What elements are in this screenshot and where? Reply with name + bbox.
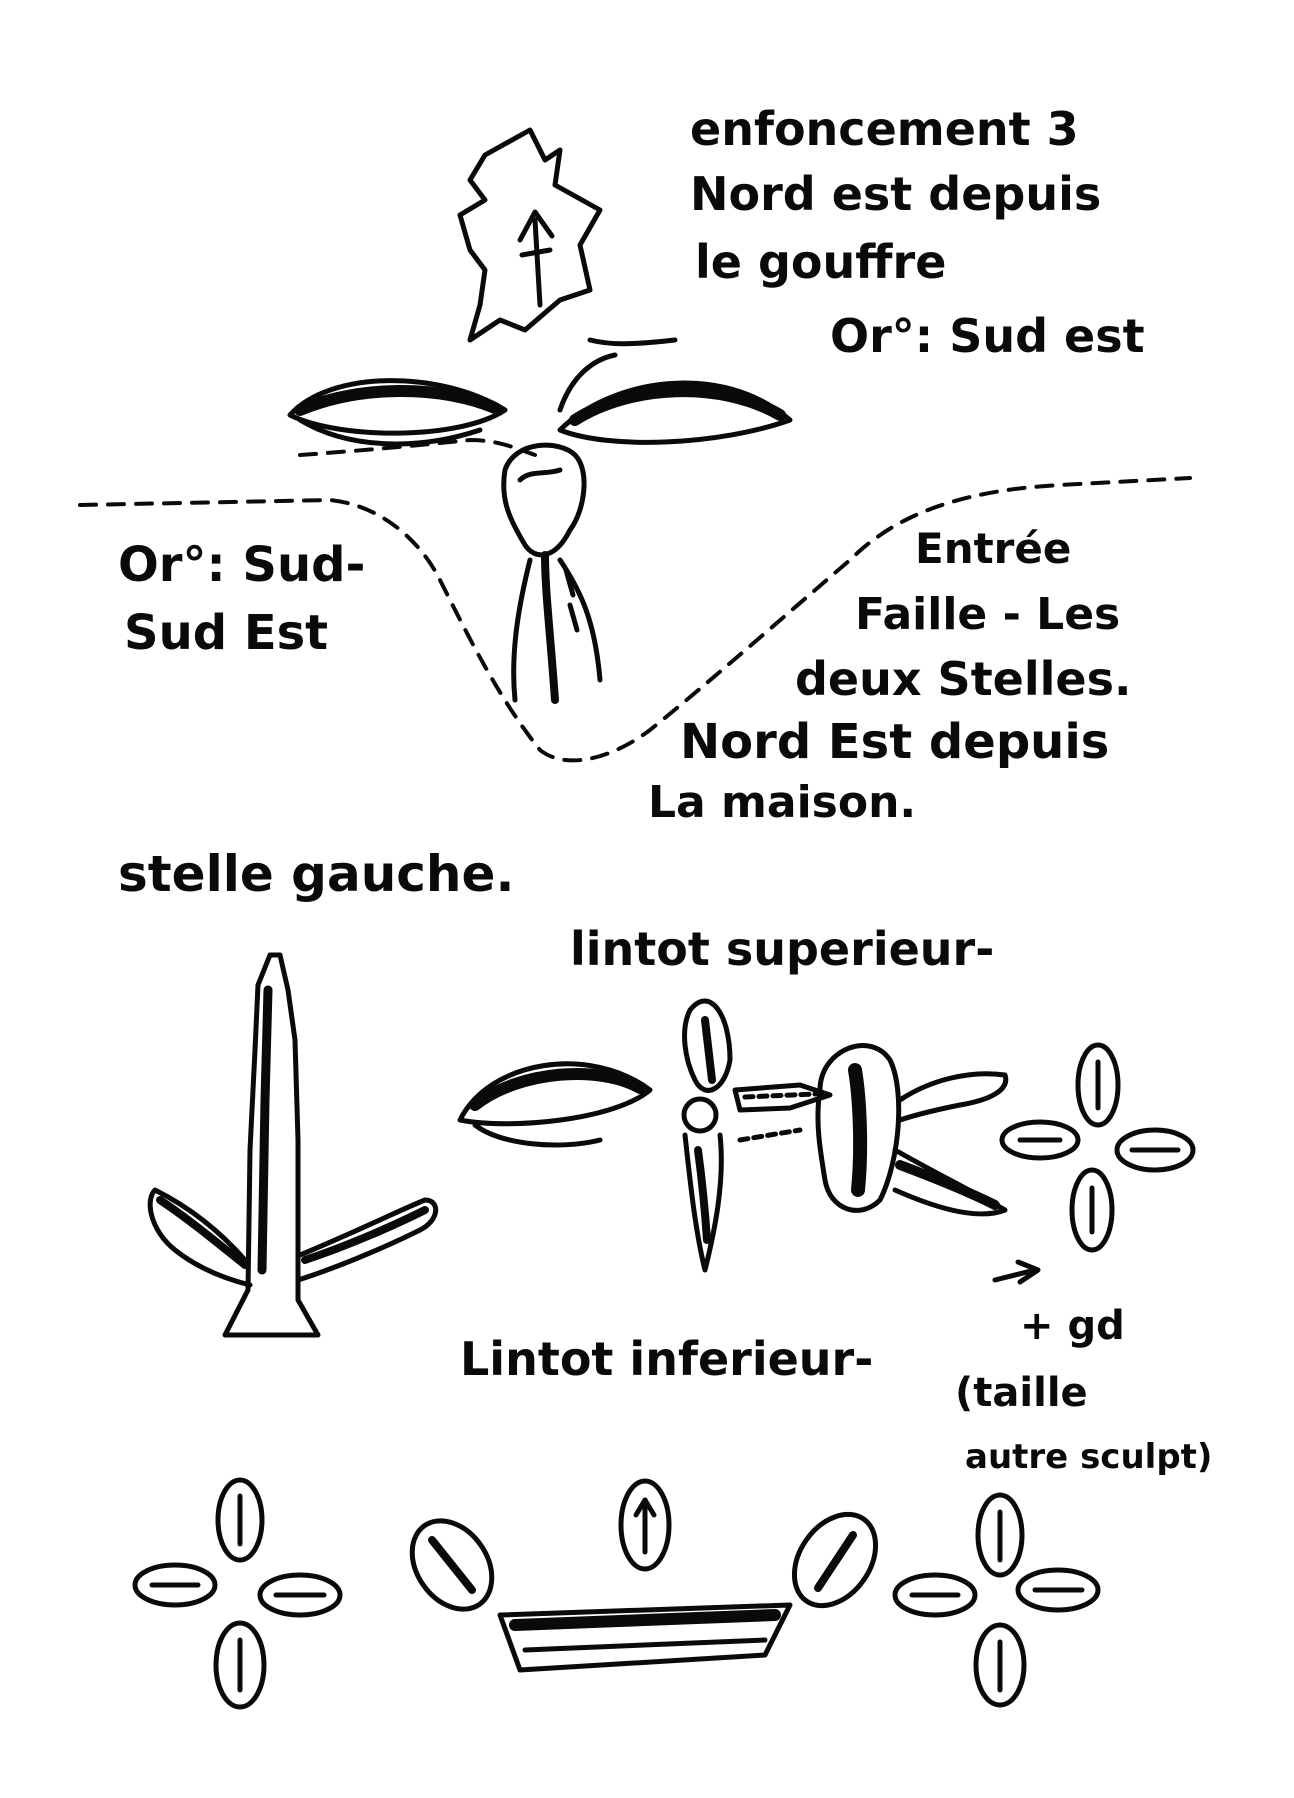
left-stele-figure bbox=[150, 955, 436, 1335]
dashed-ground-line bbox=[80, 440, 1190, 760]
entry-note-line: La maison. bbox=[648, 777, 917, 828]
leaf-arrow-symbol bbox=[460, 130, 600, 340]
entry-note-line: Entrée bbox=[915, 524, 1072, 573]
left-orientation-line: Sud Est bbox=[124, 605, 329, 661]
recess-location-line: le gouffre bbox=[695, 235, 947, 289]
lower-lintel-label: Lintot inferieur- bbox=[460, 1332, 874, 1386]
entry-note-line: Nord Est depuis bbox=[680, 714, 1110, 770]
entry-note-line: deux Stelles. bbox=[795, 652, 1132, 706]
lower-lintel-figure bbox=[396, 1481, 893, 1670]
entry-note-line: Faille - Les bbox=[855, 589, 1121, 640]
size-arrow bbox=[995, 1262, 1038, 1282]
size-note-line: autre sculpt) bbox=[965, 1437, 1213, 1477]
left-stele-label: stelle gauche. bbox=[118, 845, 515, 903]
right-four-petal-flower bbox=[1002, 1045, 1193, 1250]
size-note-line: + gd bbox=[1020, 1303, 1125, 1349]
upper-winged-figure bbox=[290, 340, 790, 700]
upper-lintel-figure bbox=[460, 1001, 1006, 1270]
recess-location-line: Nord est depuis bbox=[690, 167, 1102, 221]
left-orientation-line: Or°: Sud- bbox=[118, 537, 366, 593]
size-note-line: (taille bbox=[955, 1370, 1088, 1416]
bottom-left-four-petal-flower bbox=[135, 1480, 340, 1707]
bottom-right-four-petal-flower bbox=[895, 1495, 1098, 1705]
recess-orientation: Or°: Sud est bbox=[830, 309, 1145, 363]
upper-lintel-label: lintot superieur- bbox=[570, 922, 995, 976]
recess-title: enfoncement 3 bbox=[690, 102, 1079, 156]
